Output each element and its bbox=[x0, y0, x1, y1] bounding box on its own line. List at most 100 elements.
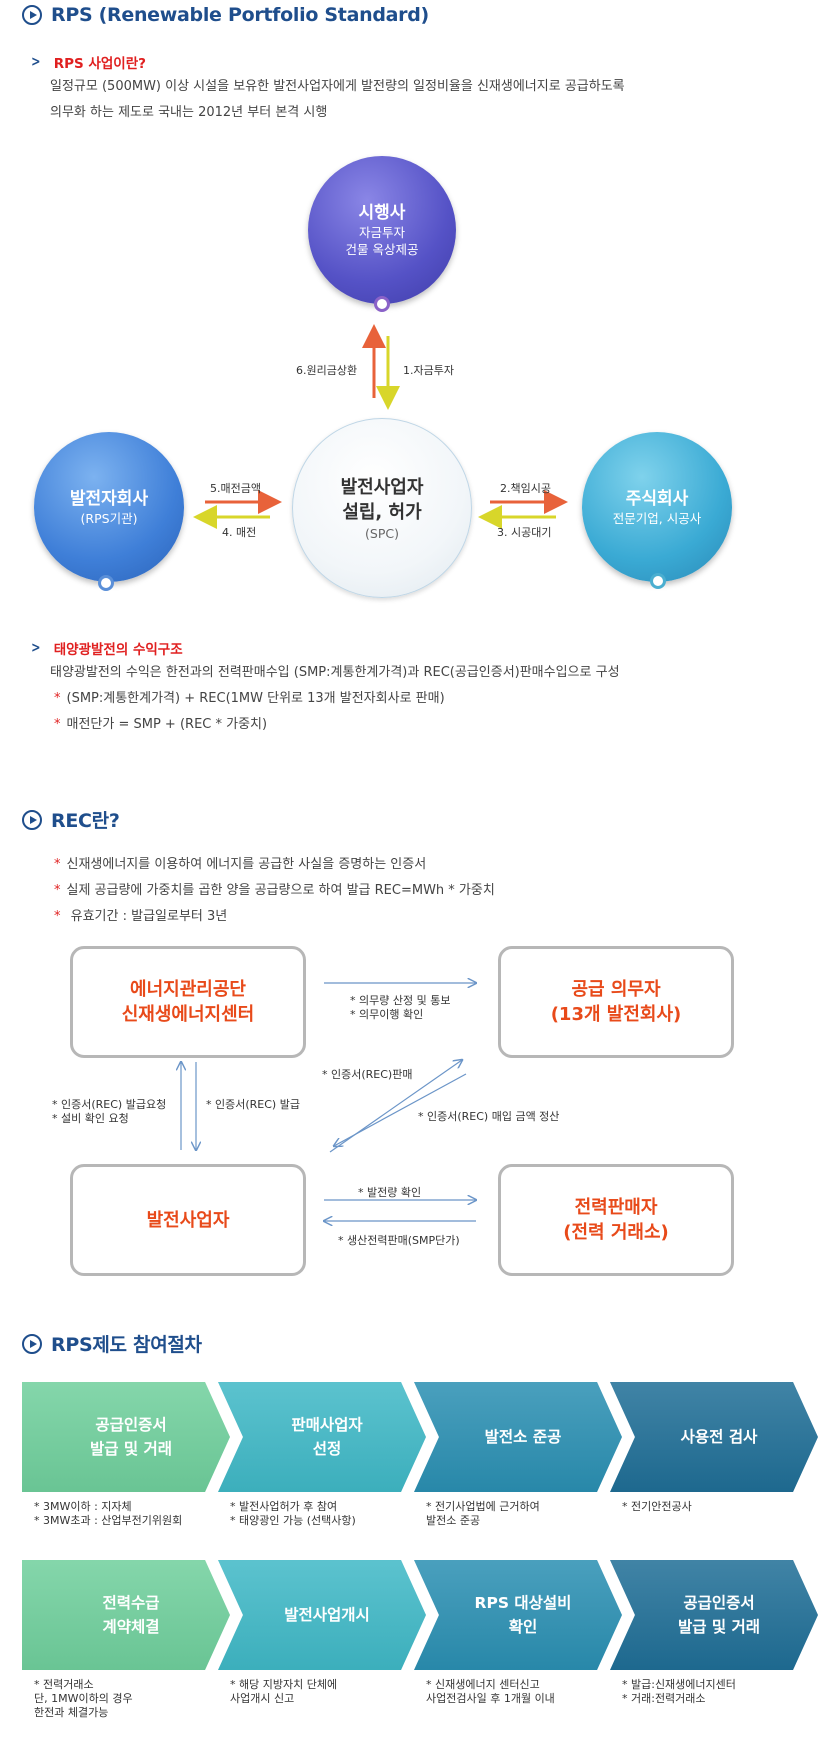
process-step-row2-2: 발전사업개시 bbox=[218, 1560, 426, 1670]
note-rec-settle: * 인증서(REC) 매입 금액 정산 bbox=[418, 1110, 560, 1123]
label-repay: 6.원리금상환 bbox=[296, 364, 358, 377]
circle-company-sub: 전문기업, 시공사 bbox=[612, 510, 702, 526]
process-step-label: 선정 bbox=[312, 1440, 342, 1458]
box-power-seller: 전력판매자 (전력 거래소) bbox=[498, 1164, 734, 1276]
circle-arrow-icon bbox=[22, 5, 42, 25]
circle-subsidiary-title: 발전자회사 bbox=[69, 488, 149, 509]
note-generation-check: * 발전량 확인 bbox=[358, 1186, 422, 1199]
process-step-note-line: 사업개시 신고 bbox=[230, 1692, 295, 1705]
process-step-note: * 신재생에너지 센터신고 사업전검사일 후 1개월 이내 bbox=[426, 1678, 555, 1706]
circle-spc: 발전사업자 설립, 허가 (SPC) bbox=[292, 418, 472, 598]
rec-bullet-3: * 유효기간 : 발급일로부터 3년 bbox=[54, 909, 228, 924]
chevron-right-icon: > bbox=[31, 54, 41, 70]
box-supply-obligor-line2: (13개 발전회사) bbox=[550, 1004, 682, 1025]
process-section-title: RPS제도 참여절차 bbox=[51, 1334, 202, 1356]
process-step-note-line: 발전소 준공 bbox=[426, 1514, 481, 1527]
rec-bullet-1-text: 신재생에너지를 이용하여 에너지를 공급한 사실을 증명하는 인증서 bbox=[66, 857, 427, 872]
profit-header: > 태양광발전의 수익구조 bbox=[30, 638, 183, 658]
rec-diagram-arrows bbox=[0, 940, 830, 1280]
process-section-header: RPS제도 참여절차 bbox=[22, 1330, 202, 1357]
arrow-rec-settle bbox=[334, 1073, 467, 1146]
profit-bullet-2-text: 매전단가 = SMP + (REC * 가중치) bbox=[66, 717, 268, 732]
process-step-note: * 3MW이하 : 지자체* 3MW초과 : 산업부전기위원회 bbox=[34, 1500, 182, 1528]
rps-diagram-arrows bbox=[193, 324, 568, 529]
box-supply-obligor-line1: 공급 의무자 bbox=[571, 979, 661, 1000]
rec-bullet-1: *신재생에너지를 이용하여 에너지를 공급한 사실을 증명하는 인증서 bbox=[54, 857, 427, 872]
process-step-label: 공급인증서 bbox=[95, 1416, 167, 1434]
process-step-note: * 발전사업허가 후 참여* 태양광인 가능 (선택사항) bbox=[230, 1500, 356, 1528]
profit-bullet-1: *(SMP:계통한계가격) + REC(1MW 단위로 13개 발전자회사로 판… bbox=[54, 691, 445, 706]
label-wait: 3. 시공대기 bbox=[497, 526, 552, 539]
profit-bullet-1-text: (SMP:계통한계가격) + REC(1MW 단위로 13개 발전자회사로 판매… bbox=[66, 691, 445, 706]
process-step-note-line: * 발전사업허가 후 참여 bbox=[230, 1500, 338, 1513]
chevron-right-icon: > bbox=[31, 640, 41, 656]
profit-title: 태양광발전의 수익구조 bbox=[53, 642, 183, 658]
circle-developer-sub1: 자금투자 bbox=[358, 225, 405, 240]
process-step-row1-4: 사용전 검사 bbox=[610, 1382, 818, 1492]
circle-spc-title1: 발전사업자 bbox=[340, 476, 424, 498]
box-supply-obligor: 공급 의무자 (13개 발전회사) bbox=[498, 946, 734, 1058]
box-power-producer-line1: 발전사업자 bbox=[146, 1209, 230, 1231]
process-step-note-line: * 신재생에너지 센터신고 bbox=[426, 1678, 540, 1691]
rps-what-title: RPS 사업이란? bbox=[53, 56, 146, 72]
process-step-label: 발전소 준공 bbox=[484, 1428, 562, 1446]
process-step-label: 확인 bbox=[508, 1618, 538, 1636]
label-sales-amount: 5.매전금액 bbox=[210, 482, 261, 495]
dot-developer bbox=[374, 296, 390, 312]
process-step-label: 발전사업개시 bbox=[284, 1606, 370, 1624]
rps-what-header: > RPS 사업이란? bbox=[30, 52, 146, 72]
process-step-note: * 전기사업법에 근거하여 발전소 준공 bbox=[426, 1500, 540, 1528]
process-step-label: 전력수급 bbox=[102, 1594, 160, 1612]
box-power-seller-line2: (전력 거래소) bbox=[563, 1222, 669, 1243]
process-step-note-line: * 전기안전공사 bbox=[622, 1500, 692, 1513]
note-issue: * 인증서(REC) 발급 bbox=[206, 1098, 300, 1111]
circle-company: 주식회사 전문기업, 시공사 bbox=[582, 432, 732, 582]
process-step-label: 발급 및 거래 bbox=[89, 1440, 173, 1458]
note-obligation-1: * 의무량 산정 및 통보 bbox=[350, 994, 451, 1007]
label-sell: 4. 매전 bbox=[222, 526, 257, 539]
process-step-note-line: 단, 1MW이하의 경우 bbox=[34, 1692, 133, 1705]
profit-bullet-2: *매전단가 = SMP + (REC * 가중치) bbox=[54, 717, 268, 732]
dot-subsidiary bbox=[98, 575, 114, 591]
process-step-note-line: 사업전검사일 후 1개월 이내 bbox=[426, 1692, 555, 1705]
process-step-label: 공급인증서 bbox=[683, 1594, 755, 1612]
process-step-note: * 발급:신재생에너지센터* 거래:전력거래소 bbox=[622, 1678, 736, 1706]
rps-section-header: RPS (Renewable Portfolio Standard) bbox=[22, 4, 429, 26]
note-obligation-2: * 의무이행 확인 bbox=[350, 1008, 424, 1021]
circle-developer-title: 시행사 bbox=[358, 203, 406, 223]
rec-section-header: REC란? bbox=[22, 806, 120, 833]
rec-bullet-2-text: 실제 공급량에 가중치를 곱한 양을 공급량으로 하여 발급 REC=MWh *… bbox=[66, 883, 495, 898]
process-step-note: * 전기안전공사 bbox=[622, 1500, 692, 1514]
process-step-note-line: * 3MW초과 : 산업부전기위원회 bbox=[34, 1514, 183, 1527]
process-step-row1-3: 발전소 준공 bbox=[414, 1382, 622, 1492]
process-step-note-line: 한전과 체결가능 bbox=[34, 1706, 109, 1719]
process-step-note-line: * 전기사업법에 근거하여 bbox=[426, 1500, 540, 1513]
note-issue-request-1: * 인증서(REC) 발급요청 bbox=[52, 1098, 167, 1111]
rps-what-line2: 의무화 하는 제도로 국내는 2012년 부터 본격 시행 bbox=[50, 105, 328, 120]
label-invest: 1.자금투자 bbox=[403, 364, 454, 377]
process-step-note: * 해당 지방자치 단체에 사업개시 신고 bbox=[230, 1678, 337, 1706]
note-rec-sale: * 인증서(REC)판매 bbox=[322, 1068, 413, 1081]
circle-subsidiary-sub: (RPS기관) bbox=[80, 510, 138, 526]
circle-spc-sub: (SPC) bbox=[365, 525, 399, 541]
box-energy-agency-line1: 에너지관리공단 bbox=[130, 979, 246, 1000]
process-step-label: 발급 및 거래 bbox=[677, 1618, 761, 1636]
circle-arrow-icon bbox=[22, 809, 42, 830]
rps-what-line1: 일정규모 (500MW) 이상 시설을 보유한 발전사업자에게 발전량의 일정비… bbox=[50, 79, 625, 94]
process-step-label: RPS 대상설비 bbox=[474, 1594, 572, 1612]
process-step-label: 계약체결 bbox=[102, 1618, 160, 1636]
process-step-note-line: * 발급:신재생에너지센터 bbox=[622, 1678, 736, 1691]
circle-spc-title2: 설립, 허가 bbox=[342, 501, 422, 523]
rec-bullet-2: *실제 공급량에 가중치를 곱한 양을 공급량으로 하여 발급 REC=MWh … bbox=[54, 883, 495, 898]
circle-arrow-icon bbox=[22, 1333, 42, 1354]
circle-developer: 시행사 자금투자 건물 옥상제공 bbox=[308, 156, 456, 304]
rec-bullet-3-text: 유효기간 : 발급일로부터 3년 bbox=[66, 909, 228, 924]
process-step-label: 판매사업자 bbox=[291, 1416, 363, 1434]
label-construction: 2.책임시공 bbox=[500, 482, 551, 495]
circle-developer-sub2: 건물 옥상제공 bbox=[345, 242, 419, 257]
process-step-note-line: * 해당 지방자치 단체에 bbox=[230, 1678, 338, 1691]
